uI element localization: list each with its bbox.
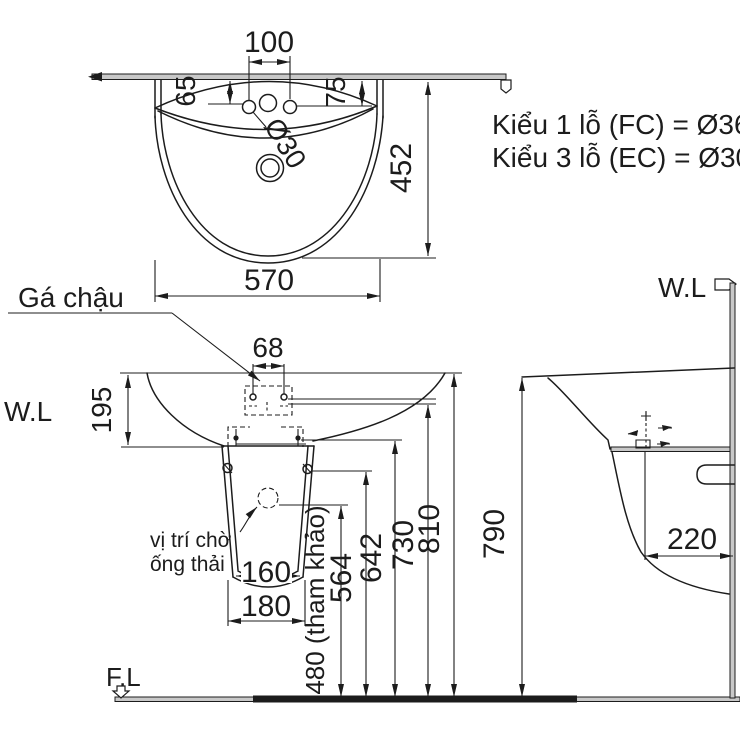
wall-line-label-right: W.L [658, 272, 706, 303]
hole-note-2: Kiểu 3 lỗ (EC) = Ø30 [492, 142, 740, 173]
floor-line-thick [253, 695, 577, 703]
side-view: W.L 790 220 [478, 272, 737, 699]
bracket-bolt-leaders [288, 398, 436, 405]
install-view: W.L 68 195 vị [4, 332, 740, 703]
dim-810-label: 810 [413, 504, 446, 554]
dim-68-label: 68 [252, 332, 283, 363]
pedestal-bolt-ticks [222, 462, 313, 475]
wall-line-label-left: W.L [4, 396, 52, 427]
faucet-arrow-right [662, 425, 672, 431]
dim-564-label: 564 [325, 553, 358, 603]
bracket-bolt-right [280, 393, 288, 401]
dim-480-label: 480 (tham khảo) [300, 505, 330, 694]
dim-452-label: 452 [385, 143, 418, 193]
bowl-right-curve [312, 372, 446, 442]
hanger-bracket-detail [249, 402, 288, 413]
overflow-hole-inner [260, 158, 280, 178]
bracket-label: Gá chậu [18, 282, 124, 313]
dim-160-label: 160 [241, 556, 291, 589]
drain-circle-dashed [257, 487, 279, 509]
dim-100-label: 100 [244, 26, 294, 59]
dim-195-label: 195 [86, 387, 117, 434]
dim-220-label: 220 [667, 523, 717, 556]
side-rim-line [521, 367, 735, 378]
dim-790-label: 790 [478, 509, 511, 559]
pedestal-walls [221, 445, 315, 578]
bowl-outer [154, 115, 384, 264]
bowl-left-curve [146, 372, 225, 447]
floor-level-arrow-icon [111, 685, 131, 699]
basin-side-edges [154, 79, 384, 119]
dim-65-label: 65 [170, 75, 201, 106]
dim-642-label: 642 [355, 533, 388, 583]
overflow-hole-outer [255, 153, 285, 183]
side-pedestal-curve [611, 451, 730, 595]
dim-160-label-bg [241, 556, 292, 583]
hole-note-1: Kiểu 1 lỗ (FC) = Ø36 [492, 109, 740, 140]
side-deck-line [610, 446, 731, 452]
faucet-arrow-left [628, 430, 638, 436]
faucet-hole-left [241, 99, 257, 115]
drain-note-1: vị trí chờ [150, 529, 232, 552]
faucet-arrow-lower [660, 441, 670, 447]
dim-68-ext [252, 364, 285, 394]
pedestal-bolt-right [302, 463, 313, 475]
counter-left-arrow [88, 72, 102, 82]
hole-dia-leader [252, 111, 267, 128]
deck-bottom-arc [154, 105, 378, 131]
dim-730-label: 730 [387, 520, 420, 570]
wall-line [729, 282, 736, 699]
bowl-inner [160, 113, 378, 257]
pedestal-bolt-left [222, 462, 233, 474]
dim-570-label: 570 [244, 264, 294, 297]
faucet-hole-right [282, 99, 298, 115]
pin-right [295, 435, 301, 441]
pedestal-bottom-outer [232, 576, 304, 588]
side-faucet-sketch [627, 411, 672, 449]
bracket-bolt-left [249, 393, 257, 401]
drain-note-2: ống thải [150, 553, 225, 576]
bracket-leader [171, 312, 261, 382]
wall-clip-icon [500, 79, 512, 94]
faucet-hole-center [258, 93, 278, 113]
deck-top-arc [154, 80, 378, 109]
counter-bar [91, 73, 507, 80]
faucet-body [635, 411, 651, 449]
hole-dia-label: Ø30 [258, 113, 312, 174]
dim-75-label: 75 [320, 76, 351, 107]
side-outlet-slot [696, 464, 735, 485]
side-front-curve [547, 377, 611, 450]
deck-front-arc [157, 108, 374, 139]
hole-notes: Kiểu 1 lỗ (FC) = Ø36 Kiểu 3 lỗ (EC) = Ø3… [492, 109, 740, 173]
dim-180-label: 180 [241, 590, 291, 623]
pin-left [233, 435, 239, 441]
drain-leader [239, 506, 258, 533]
hanger-bracket-dashed [244, 385, 293, 416]
front-view: 100 65 75 Ø30 452 570 Gá chậu [8, 26, 512, 382]
